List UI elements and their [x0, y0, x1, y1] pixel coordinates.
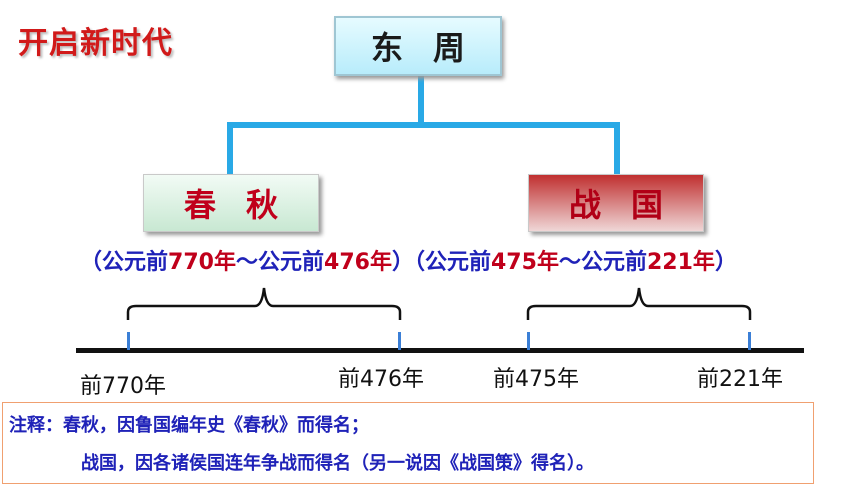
child-box-chunqiu: 春秋	[143, 174, 319, 232]
range-chunqiu-end-year: 476	[324, 250, 370, 275]
note-line-1: 注释：春秋，因鲁国编年史《春秋》而得名；	[9, 415, 369, 436]
range-zhanguo-end-unit: 年	[692, 250, 715, 275]
range-chunqiu-start-year: 770	[168, 250, 214, 275]
child-box-zhanguo: 战国	[528, 174, 704, 232]
note-box: 注释：春秋，因鲁国编年史《春秋》而得名； 战国，因各诸侯国连年争战而得名（另一说…	[2, 402, 814, 484]
connector-root-stem	[418, 72, 424, 126]
tick-476	[398, 332, 401, 350]
note-line-2: 战国，因各诸侯国连年争战而得名（另一说因《战国策》得名）。	[81, 453, 594, 474]
brace-zhanguo-path	[526, 287, 752, 320]
date-ranges: （公元前770年～公元前476年）（公元前475年～公元前221年）	[80, 244, 737, 276]
range-chunqiu-end-prefix: 公元前	[258, 250, 325, 275]
tick-221	[748, 332, 751, 350]
brace-chunqiu	[126, 287, 402, 320]
tick-770	[127, 332, 130, 350]
root-box-label: 东周	[370, 29, 495, 67]
range-zhanguo-start-year: 475	[491, 250, 537, 275]
range-chunqiu-end-unit: 年	[369, 250, 392, 275]
axis-label-770: 前770年	[80, 374, 166, 399]
range-chunqiu-start-unit: 年	[213, 250, 236, 275]
timeline-axis	[76, 348, 804, 353]
axis-label-475: 前475年	[493, 367, 579, 392]
child-box-chunqiu-label: 春秋	[183, 186, 308, 224]
child-box-zhanguo-label: 战国	[568, 186, 693, 224]
range-tilde-1: ～	[235, 250, 258, 275]
range-mid-parens: ）（	[391, 250, 425, 275]
tick-475	[527, 332, 530, 350]
range-close-paren: ）	[714, 250, 737, 275]
slide-title: 开启新时代	[18, 26, 173, 61]
connector-horizontal	[227, 122, 620, 128]
range-tilde-2: ～	[558, 250, 581, 275]
range-zhanguo-start-unit: 年	[536, 250, 559, 275]
root-box-dongzhou: 东周	[334, 16, 502, 76]
range-zhanguo-end-prefix: 公元前	[580, 250, 647, 275]
range-zhanguo-start-prefix: 公元前	[424, 250, 491, 275]
connector-left-drop	[227, 122, 233, 174]
axis-label-476: 前476年	[338, 367, 424, 392]
connector-right-drop	[614, 122, 620, 174]
brace-zhanguo	[526, 287, 752, 320]
brace-chunqiu-path	[126, 287, 402, 320]
axis-label-221: 前221年	[697, 367, 783, 392]
range-open-paren: （	[80, 250, 103, 275]
range-zhanguo-end-year: 221	[646, 250, 693, 275]
range-chunqiu-start-prefix: 公元前	[102, 250, 169, 275]
